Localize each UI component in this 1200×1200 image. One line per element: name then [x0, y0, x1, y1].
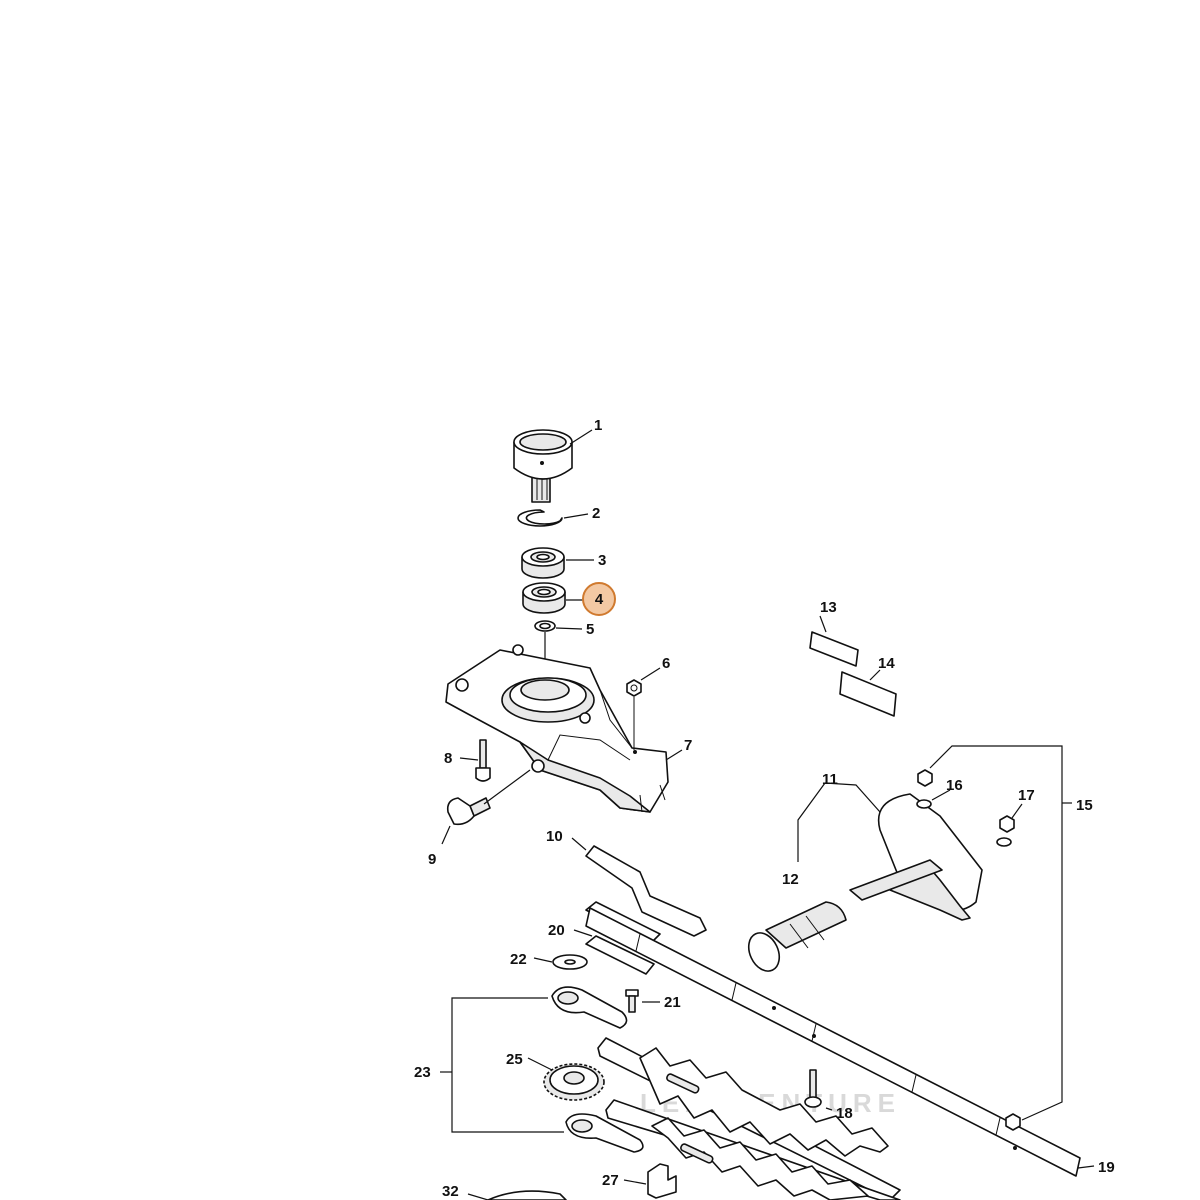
callout-27[interactable]: 27	[602, 1172, 619, 1189]
callout-12[interactable]: 12	[782, 871, 799, 888]
callout-1[interactable]: 1	[594, 417, 602, 434]
callout-9[interactable]: 9	[428, 851, 436, 868]
callout-13[interactable]: 13	[820, 599, 837, 616]
part-23-connecting-rod[interactable]	[551, 986, 644, 1153]
callout-3[interactable]: 3	[598, 552, 606, 569]
part-5-small-circlip[interactable]	[534, 620, 556, 632]
part-16-17-nuts-washers[interactable]	[916, 769, 1015, 847]
part-12-handle-grip[interactable]	[743, 901, 847, 976]
part-7-gear-housing[interactable]	[445, 644, 669, 813]
part-6-nut[interactable]	[626, 679, 642, 697]
part-10-guide-plate[interactable]	[585, 845, 707, 937]
callout-8[interactable]: 8	[444, 750, 452, 767]
part-2-circlip[interactable]	[517, 509, 563, 527]
part-18-screw[interactable]	[804, 1069, 822, 1108]
part-13-label[interactable]	[809, 631, 859, 667]
part-4-ball-bearing[interactable]	[522, 582, 566, 614]
part-14-label[interactable]	[839, 671, 897, 717]
callout-labels: 1 2 3 5 6 7 8 9 10 11 12 13 14 15 16 17 …	[414, 417, 1115, 1200]
callout-22[interactable]: 22	[510, 951, 527, 968]
part-19-blade-bar[interactable]	[585, 907, 1081, 1177]
part-32-housing[interactable]	[487, 1190, 567, 1200]
callout-15[interactable]: 15	[1076, 797, 1093, 814]
callout-10[interactable]: 10	[546, 828, 563, 845]
callout-6[interactable]: 6	[662, 655, 670, 672]
part-25-crank-gear[interactable]	[543, 1063, 605, 1101]
callout-17[interactable]: 17	[1018, 787, 1035, 804]
part-27-bracket[interactable]	[647, 1163, 677, 1199]
callout-19[interactable]: 19	[1098, 1159, 1115, 1176]
highlight-circle[interactable]	[582, 582, 616, 616]
callout-25[interactable]: 25	[506, 1051, 523, 1068]
leader-lines	[440, 429, 1095, 1200]
callout-32[interactable]: 32	[442, 1183, 459, 1200]
part-21-screw[interactable]	[625, 989, 639, 1013]
part-1-clutch-drum[interactable]	[513, 429, 573, 503]
callout-20[interactable]: 20	[548, 922, 565, 939]
part-11-hand-guard[interactable]	[849, 793, 983, 921]
callout-4-highlighted[interactable]: 4	[582, 582, 616, 616]
callout-18[interactable]: 18	[836, 1105, 853, 1122]
callout-2[interactable]: 2	[592, 505, 600, 522]
part-22-washer[interactable]	[552, 954, 588, 970]
callout-5[interactable]: 5	[586, 621, 594, 638]
part-3-ball-bearing[interactable]	[521, 547, 565, 579]
cutter-blades[interactable]	[597, 1037, 901, 1200]
part-8-screw[interactable]	[475, 739, 491, 782]
callout-16[interactable]: 16	[946, 777, 963, 794]
part-9-bolt[interactable]	[446, 797, 491, 826]
callout-21[interactable]: 21	[664, 994, 681, 1011]
callout-7[interactable]: 7	[684, 737, 692, 754]
callout-4[interactable]: 4	[595, 591, 604, 608]
callout-11[interactable]: 11	[822, 771, 838, 788]
callout-23[interactable]: 23	[414, 1064, 431, 1081]
callout-14[interactable]: 14	[878, 655, 895, 672]
